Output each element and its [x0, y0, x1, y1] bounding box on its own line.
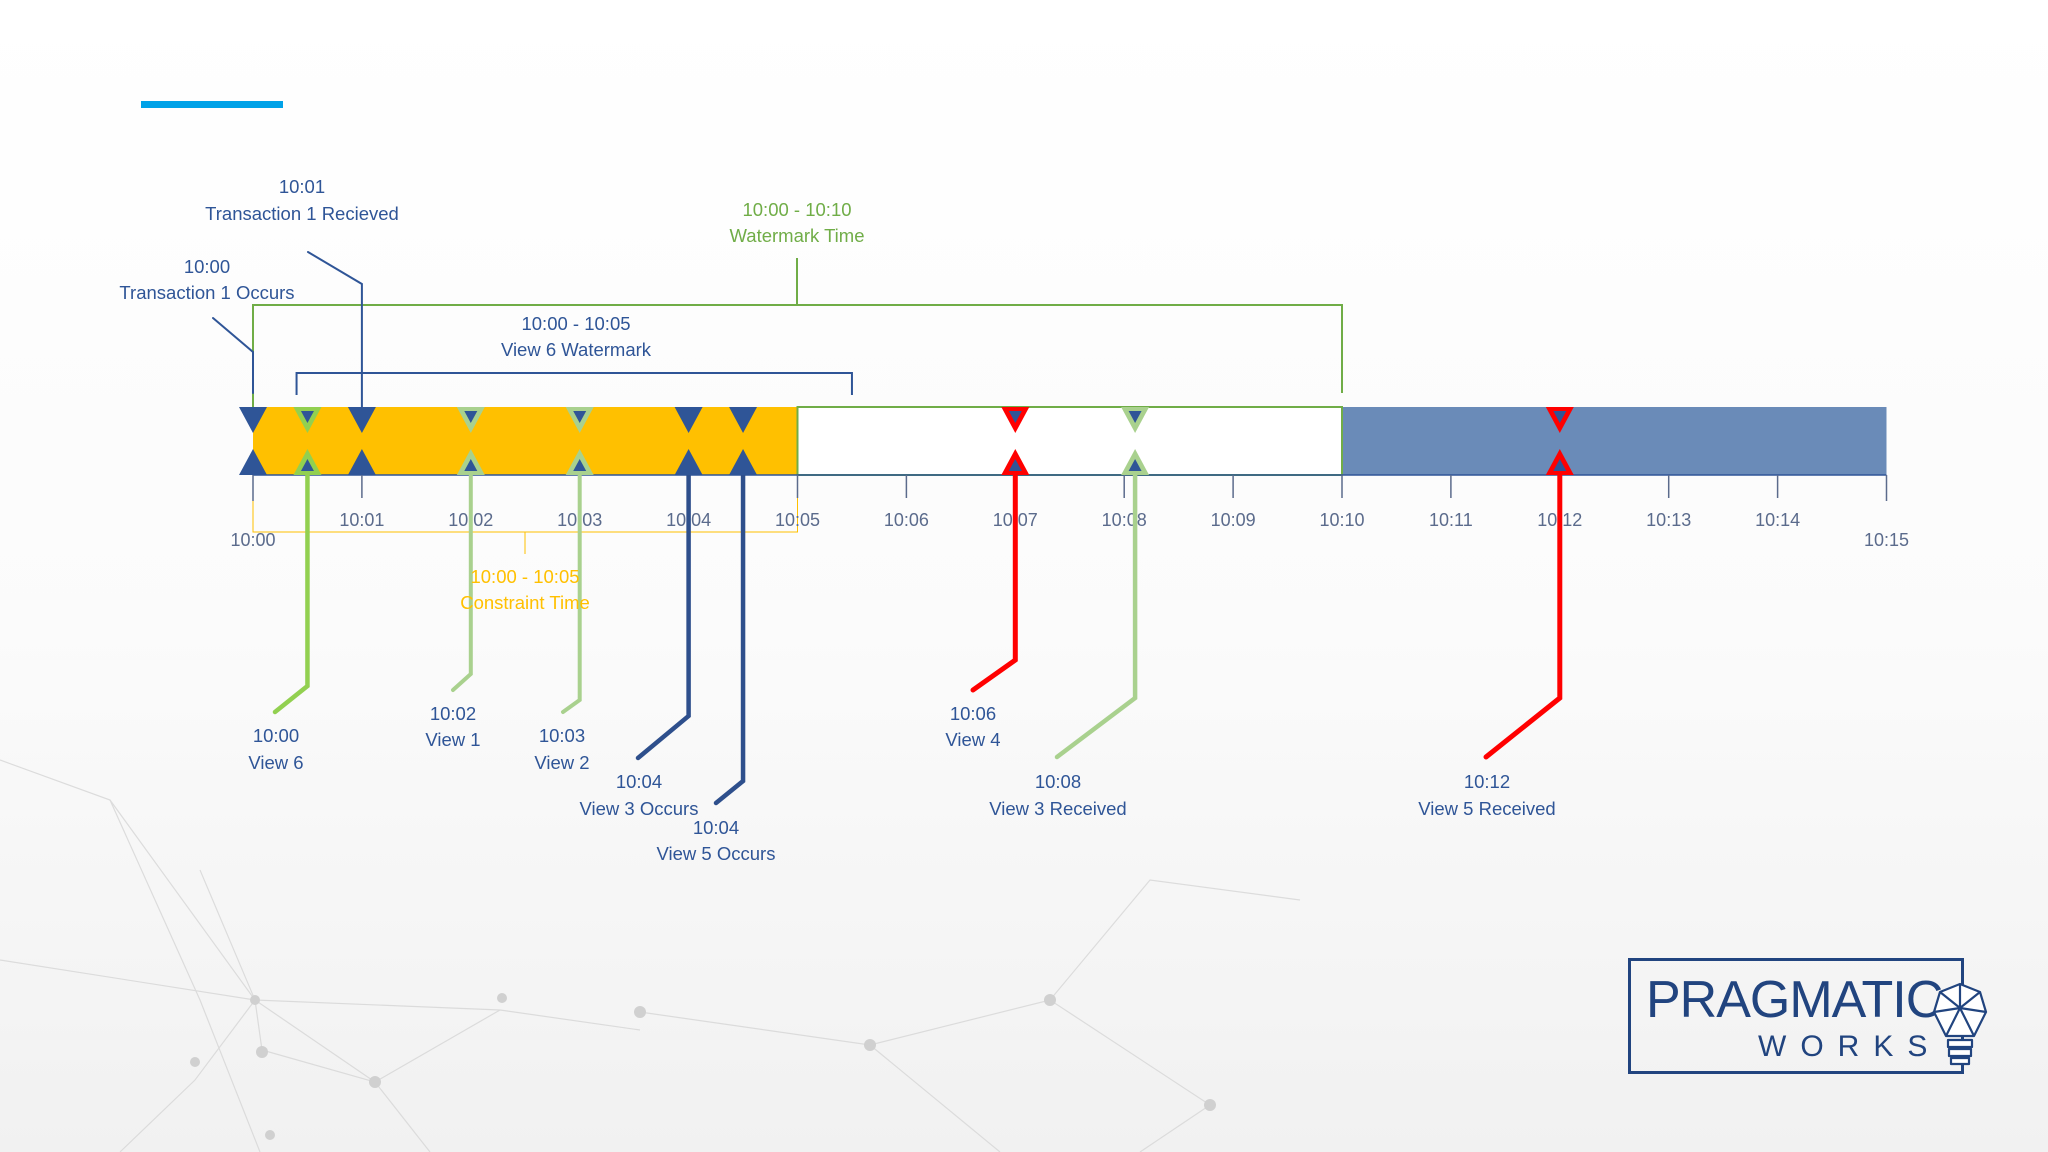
timeline-segment-0	[253, 407, 798, 475]
tick-label-9: 10:09	[1211, 510, 1256, 530]
marker-inner-down-8	[1128, 411, 1142, 423]
tick-label-14: 10:14	[1755, 510, 1800, 530]
view5-occurs-callout-time: 10:04	[693, 817, 739, 838]
view6-watermark-label-time: 10:00 - 10:05	[521, 313, 630, 334]
view3-occurs-callout-time: 10:04	[616, 771, 662, 792]
tx-received-time: 10:01	[279, 176, 325, 197]
watermark-time-label-text: Watermark Time	[730, 225, 865, 246]
view3-received-callout-time: 10:08	[1035, 771, 1081, 792]
marker-inner-up-8	[1128, 459, 1142, 471]
marker-inner-down-1	[300, 411, 314, 423]
view2-leader	[561, 468, 582, 714]
tick-label-1: 10:01	[339, 510, 384, 530]
view5-occurs-leader	[713, 467, 746, 806]
marker-inner-down-7	[1008, 411, 1022, 423]
marker-inner-up-4	[573, 459, 587, 471]
view5-received-leader	[1483, 467, 1563, 760]
view5-received-callout-text: View 5 Received	[1418, 798, 1555, 819]
tx-occurs-time: 10:00	[184, 256, 230, 277]
tx-received-leader	[307, 251, 363, 408]
view4-callout-time: 10:06	[950, 703, 996, 724]
marker-inner-up-1	[300, 459, 314, 471]
view5-occurs-callout-text: View 5 Occurs	[657, 843, 776, 864]
timeline-segment-2	[1342, 407, 1887, 475]
tx-occurs-leader	[212, 317, 254, 394]
tick-label-5: 10:05	[775, 510, 820, 530]
view6-leader	[272, 467, 310, 715]
marker-inner-down-3	[464, 411, 478, 423]
tx-occurs-text: Transaction 1 Occurs	[119, 282, 294, 303]
marker-inner-down-9	[1553, 411, 1567, 423]
tick-label-13: 10:13	[1646, 510, 1691, 530]
watermark-time-label-time: 10:00 - 10:10	[742, 199, 851, 220]
view4-leader	[970, 467, 1018, 693]
marker-up-triangle-6	[729, 449, 758, 475]
marker-down-triangle-6	[729, 407, 758, 433]
constraint-time-label-time: 10:00 - 10:05	[470, 566, 579, 587]
watermark-time-bracket	[252, 304, 1343, 407]
marker-up-triangle-2	[347, 449, 376, 475]
tx-received-text: Transaction 1 Recieved	[205, 203, 399, 224]
marker-inner-up-7	[1008, 459, 1022, 471]
marker-up-triangle-0	[239, 449, 267, 475]
marker-up-triangle-5	[674, 449, 703, 475]
view3-received-callout-text: View 3 Received	[989, 798, 1126, 819]
view4-callout-text: View 4	[945, 729, 1000, 750]
marker-down-triangle-2	[347, 407, 376, 433]
constraint-time-label-text: Constraint Time	[460, 592, 590, 613]
view6-watermark-label-text: View 6 Watermark	[501, 339, 652, 360]
tick-label-8: 10:08	[1102, 510, 1147, 530]
tick-label-0: 10:00	[230, 530, 275, 550]
marker-down-triangle-0	[239, 407, 267, 433]
view1-leader	[451, 468, 473, 692]
logo-line2: WORKS	[1758, 1030, 1942, 1063]
view6-watermark-bracket	[295, 372, 853, 395]
marker-inner-up-3	[464, 459, 478, 471]
marker-down-triangle-5	[674, 407, 703, 433]
tick-label-11: 10:11	[1429, 510, 1473, 530]
lightbulb-icon	[1932, 982, 1988, 1066]
view3-occurs-callout-text: View 3 Occurs	[580, 798, 699, 819]
tick-label-15: 10:15	[1864, 530, 1909, 550]
view2-callout-text: View 2	[534, 752, 589, 773]
view6-callout-time: 10:00	[253, 725, 299, 746]
marker-inner-down-4	[573, 411, 587, 423]
constraint-time-bracket	[252, 480, 798, 533]
pragmatic-works-logo: PRAGMATIC WORKS	[1628, 958, 1988, 1080]
view1-callout-text: View 1	[425, 729, 480, 750]
timeline-segment-1	[797, 407, 1342, 475]
view3-occurs-leader	[635, 467, 691, 761]
view1-callout-time: 10:02	[430, 703, 476, 724]
tick-label-6: 10:06	[884, 510, 929, 530]
marker-inner-up-9	[1553, 459, 1567, 471]
view3-received-leader	[1054, 467, 1138, 760]
logo-line1: PRAGMATIC	[1646, 971, 1943, 1029]
view6-callout-text: View 6	[248, 752, 303, 773]
view2-callout-time: 10:03	[539, 725, 585, 746]
view5-received-callout-time: 10:12	[1464, 771, 1510, 792]
tick-label-10: 10:10	[1319, 510, 1364, 530]
title-accent-bar	[141, 101, 283, 108]
